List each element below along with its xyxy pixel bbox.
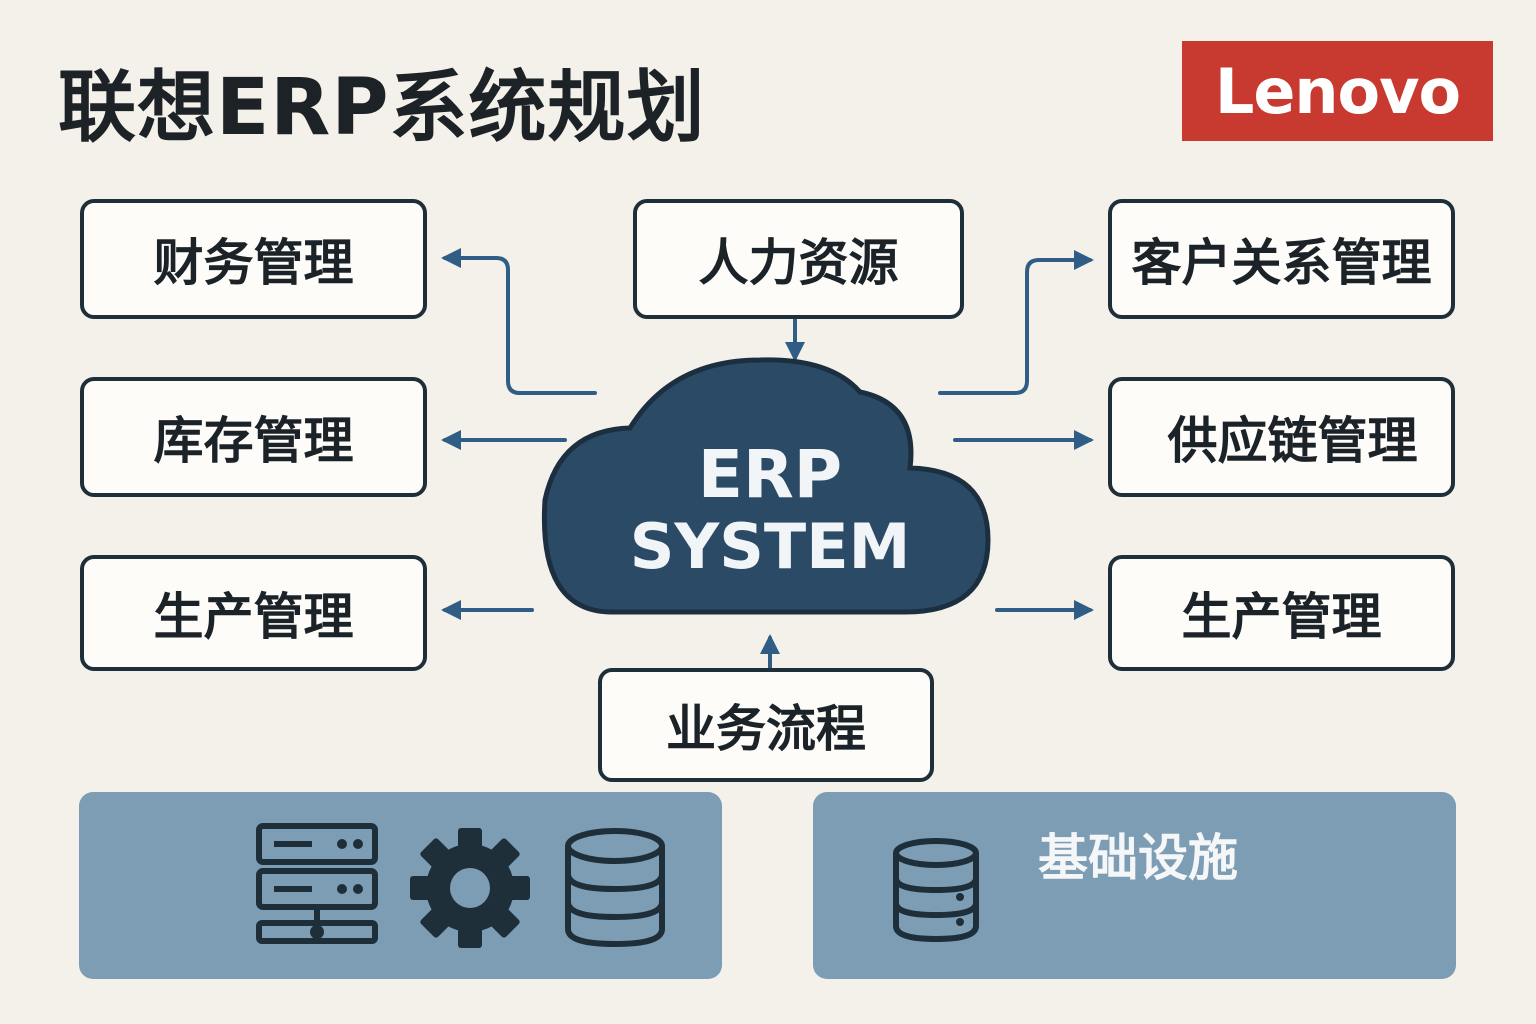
infrastructure-label: 基础设施 — [1038, 829, 1238, 887]
server-rack-icon — [256, 823, 378, 944]
module-finance[interactable]: 财务管理 — [80, 199, 427, 319]
lenovo-logo: Lenovo — [1182, 41, 1493, 141]
arrow-to-finance — [441, 248, 597, 395]
gear-icon — [410, 828, 530, 948]
module-inventory[interactable]: 库存管理 — [80, 377, 427, 497]
module-crm[interactable]: 客户关系管理 — [1108, 199, 1455, 319]
module-production-left[interactable]: 生产管理 — [80, 555, 427, 671]
infrastructure-panel — [813, 792, 1456, 979]
erp-system-line1: ERP — [698, 436, 842, 513]
module-business-process[interactable]: 业务流程 — [598, 668, 934, 782]
database-icon-small — [893, 838, 979, 943]
erp-system-line2: SYSTEM — [630, 510, 911, 583]
database-icon — [565, 828, 665, 948]
module-production-right[interactable]: 生产管理 — [1108, 555, 1455, 671]
erp-cloud — [541, 357, 991, 615]
module-supply-chain[interactable]: 供应链管理 — [1108, 377, 1455, 497]
infrastructure-icons-panel — [79, 792, 722, 979]
page-title: 联想ERP系统规划 — [58, 63, 706, 153]
arrow-to-crm — [938, 250, 1094, 395]
module-hr[interactable]: 人力资源 — [633, 199, 964, 319]
